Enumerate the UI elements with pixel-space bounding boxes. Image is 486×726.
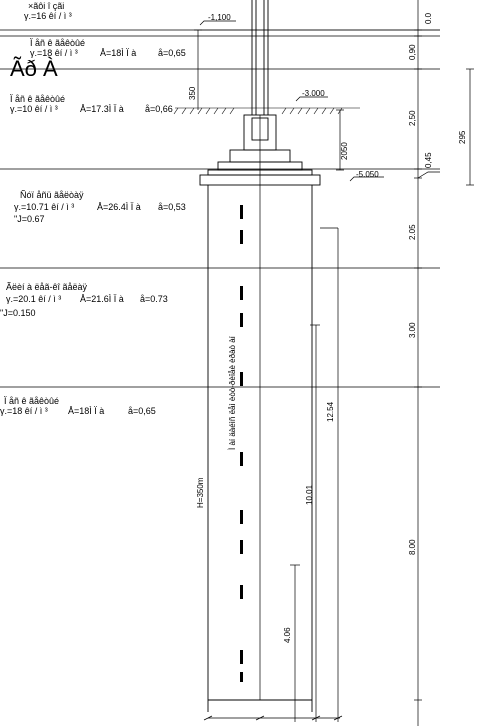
dimension-chain-right xyxy=(414,0,474,726)
pile-length-3: 4.06 xyxy=(283,627,292,643)
dim-right-8: 8.00 xyxy=(408,539,417,555)
elevation-label-1: -1,100 xyxy=(208,13,231,22)
layer-1-e: Å=18Ì Ï à xyxy=(100,48,137,58)
pile-caption: Ì àí äàéìñ ëåì èòò-ðèîåè èðàò àí xyxy=(228,336,237,450)
elevation-label-3: -5.050 xyxy=(356,170,379,179)
pile-length-2: 10.01 xyxy=(305,484,314,505)
layer-2-eps: å=0,66 xyxy=(145,104,173,114)
layer-2-name: Ï åñ ê ãåêòûé xyxy=(10,94,66,104)
dim-350: 350 xyxy=(188,86,197,100)
layer-1-name: Ï åñ ê ãåêòûé xyxy=(30,38,86,48)
section-label: Ãð À xyxy=(10,56,58,81)
layer-1-gamma: γ.=18 êí / ì ³ xyxy=(30,48,78,58)
dim-right-2: 0,90 xyxy=(408,44,417,60)
layer-5-gamma: γ.=18 êí / ì ³ xyxy=(0,406,48,416)
ground-hatch xyxy=(173,29,440,115)
pile-height-label: H=350m xyxy=(196,477,205,508)
dim-right-7: 3.00 xyxy=(408,322,417,338)
pile-markers xyxy=(240,205,243,682)
dim-right-5: 0,45 xyxy=(424,152,433,168)
elevation-label-2: -3.000 xyxy=(302,89,325,98)
pile-length-1: 12.54 xyxy=(326,401,335,422)
dim-2050: 2050 xyxy=(340,142,349,160)
layer-0-gamma: γ.=16 êí / ì ³ xyxy=(24,11,72,21)
layer-4-name: Ãëèí à ëåã-êî ãåëàÿ xyxy=(6,282,88,292)
layer-5-name: Ï åñ ê ãåêòûé xyxy=(4,396,60,406)
layer-4-gamma: γ.=20.1 êí / ì ³ xyxy=(6,294,62,304)
dim-right-4: 295 xyxy=(458,130,467,144)
elevation-marker-3 xyxy=(349,176,384,182)
layer-4-e: Å=21.6Ì Ï à xyxy=(80,294,124,304)
elevation-markers xyxy=(199,20,384,182)
layer-3-note: "J=0.67 xyxy=(14,214,45,224)
layer-1-eps: å=0,65 xyxy=(158,48,186,58)
dimension-pile-lengths xyxy=(194,29,344,722)
layer-5-eps: å=0,65 xyxy=(128,406,156,416)
layer-3-e: Å=26.4Ì Ï à xyxy=(97,202,141,212)
layer-2-gamma: γ.=10 êí / ì ³ xyxy=(10,104,58,114)
dim-right-1: 0.0 xyxy=(424,12,433,24)
layer-3-name: Ñóï åñü ãåëòàÿ xyxy=(20,190,84,200)
layer-4-note: "J=0.150 xyxy=(0,308,36,318)
elevation-marker-1 xyxy=(199,20,236,26)
dim-right-6: 2.05 xyxy=(408,224,417,240)
dim-right-3: 2,50 xyxy=(408,110,417,126)
layer-2-e: Å=17.3Ì Ï à xyxy=(80,104,124,114)
layer-3-eps: å=0,53 xyxy=(158,202,186,212)
layer-4-eps: å=0.73 xyxy=(140,294,168,304)
layer-5-e: Å=18Ì Ï à xyxy=(68,406,105,416)
layer-0-name: ×ãôi î çãi xyxy=(28,1,65,11)
elevation-marker-2 xyxy=(295,96,328,102)
layer-3-gamma: γ.=10.71 êí / ì ³ xyxy=(14,202,75,212)
pile-shaft xyxy=(207,115,313,712)
